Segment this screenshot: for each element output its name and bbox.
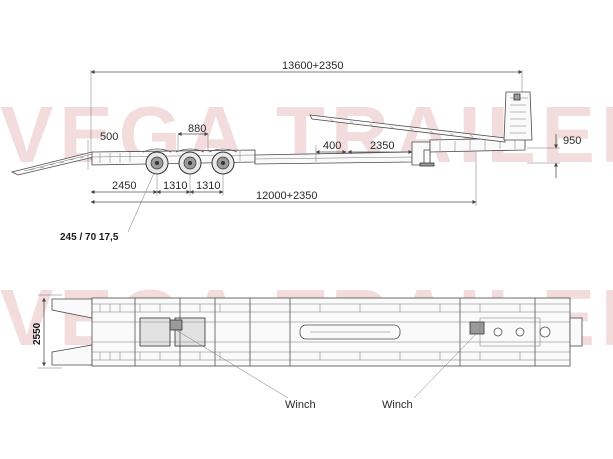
winch-label-right: Winch	[382, 399, 413, 411]
front-headboard	[503, 91, 533, 141]
side-view: 13600+2350	[10, 60, 581, 243]
rear-overhang-label: 2450	[112, 180, 136, 192]
winch-right	[469, 321, 485, 335]
axle-spacing-2-label: 1310	[196, 180, 220, 192]
ramp-height-label: 500	[100, 131, 118, 143]
winch-label-left: Winch	[285, 399, 316, 411]
platform-length-label: 12000+2350	[256, 190, 317, 202]
fifth-wheel-height-label: 950	[563, 135, 581, 147]
deck-step-label: 400	[323, 140, 341, 152]
upper-ramp	[309, 114, 506, 143]
axle-spacing-1-label: 1310	[163, 180, 187, 192]
overall-width-label: 2550	[32, 322, 43, 345]
rear-ramp	[10, 151, 99, 176]
top-view: 2550 Winch Winch	[32, 294, 583, 411]
gooseneck-length-label: 2350	[370, 140, 394, 152]
tire-size-label: 245 / 70 17,5	[60, 232, 119, 243]
overall-length-label: 13600+2350	[282, 60, 343, 72]
wheel-set	[142, 148, 238, 175]
axle-gap-label: 880	[188, 123, 206, 135]
winch-left	[169, 319, 183, 331]
